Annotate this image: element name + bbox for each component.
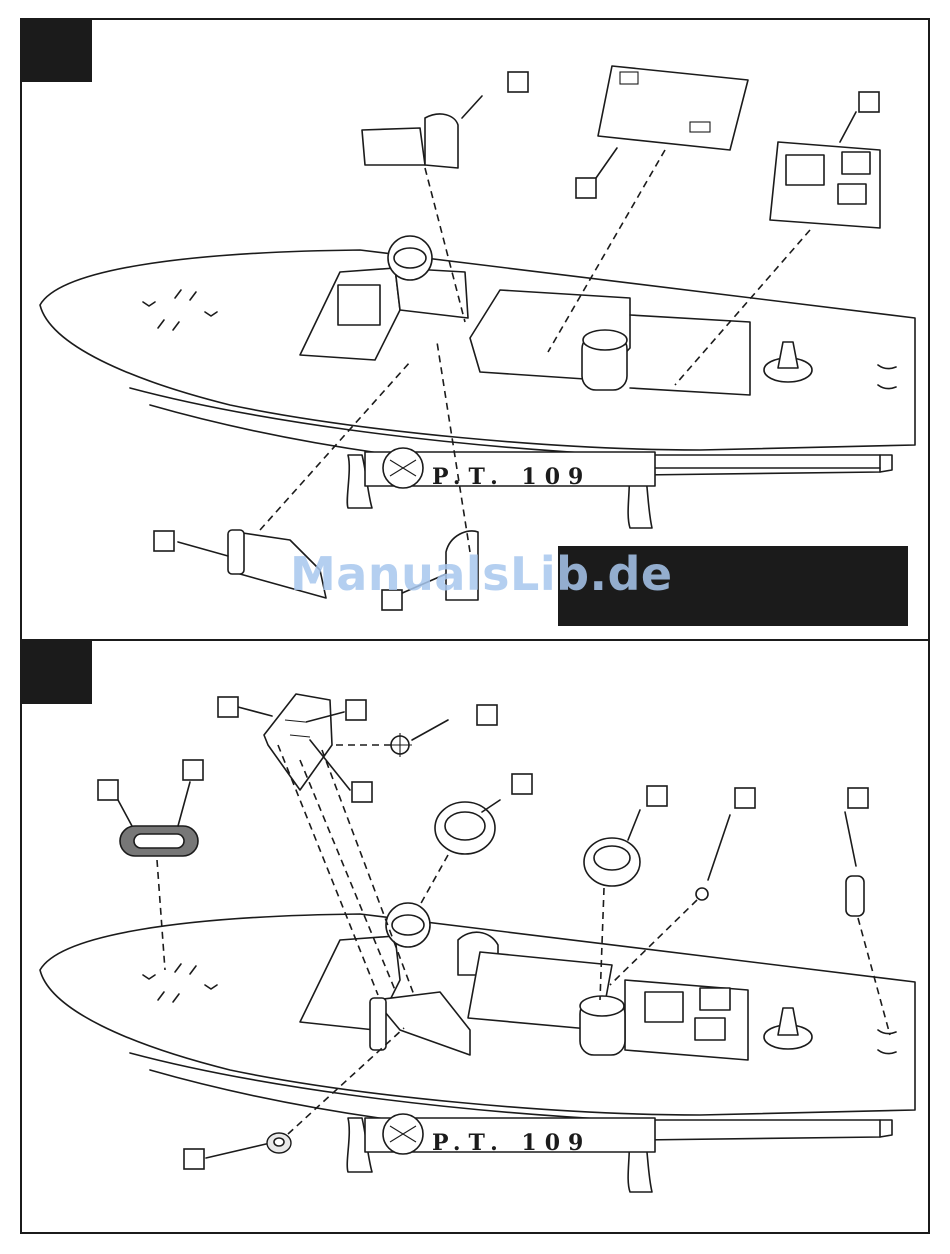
callout-box: [218, 697, 238, 717]
callout-box: [477, 705, 497, 725]
part-gear-wheel: [267, 1133, 291, 1153]
callout-box: [184, 1149, 204, 1169]
part-chart-table: [362, 114, 458, 168]
callout-box: [346, 700, 366, 720]
part-dashboard: [264, 694, 332, 790]
callout-box: [735, 788, 755, 808]
callout-box: [98, 780, 118, 800]
watermark-text: ManualsLib.de: [290, 547, 673, 601]
callout-box: [183, 760, 203, 780]
callout-box: [512, 774, 532, 794]
part-turret-ring-2: [584, 838, 640, 886]
callout-box: [508, 72, 528, 92]
display-stand-1: P.T. 109: [347, 448, 655, 528]
step-1-assembly: P.T. 109: [40, 66, 915, 610]
part-deck-plate: [598, 66, 748, 150]
callout-box: [859, 92, 879, 112]
hull-marking: P.T. 109: [432, 1130, 591, 1156]
part-life-ring: [120, 826, 198, 856]
part-canister: [846, 876, 864, 916]
callout-box: [154, 531, 174, 551]
callout-box: [352, 782, 372, 802]
callout-box: [647, 786, 667, 806]
display-stand-2: P.T. 109: [347, 1114, 655, 1192]
part-small-washer: [696, 888, 708, 900]
callout-box: [848, 788, 868, 808]
callout-box: [576, 178, 596, 198]
hull-marking: P.T. 109: [432, 464, 591, 490]
part-steering-wheel: [388, 733, 412, 757]
part-ammo-box: [770, 142, 880, 228]
step-2-assembly: P.T. 109: [40, 694, 915, 1192]
